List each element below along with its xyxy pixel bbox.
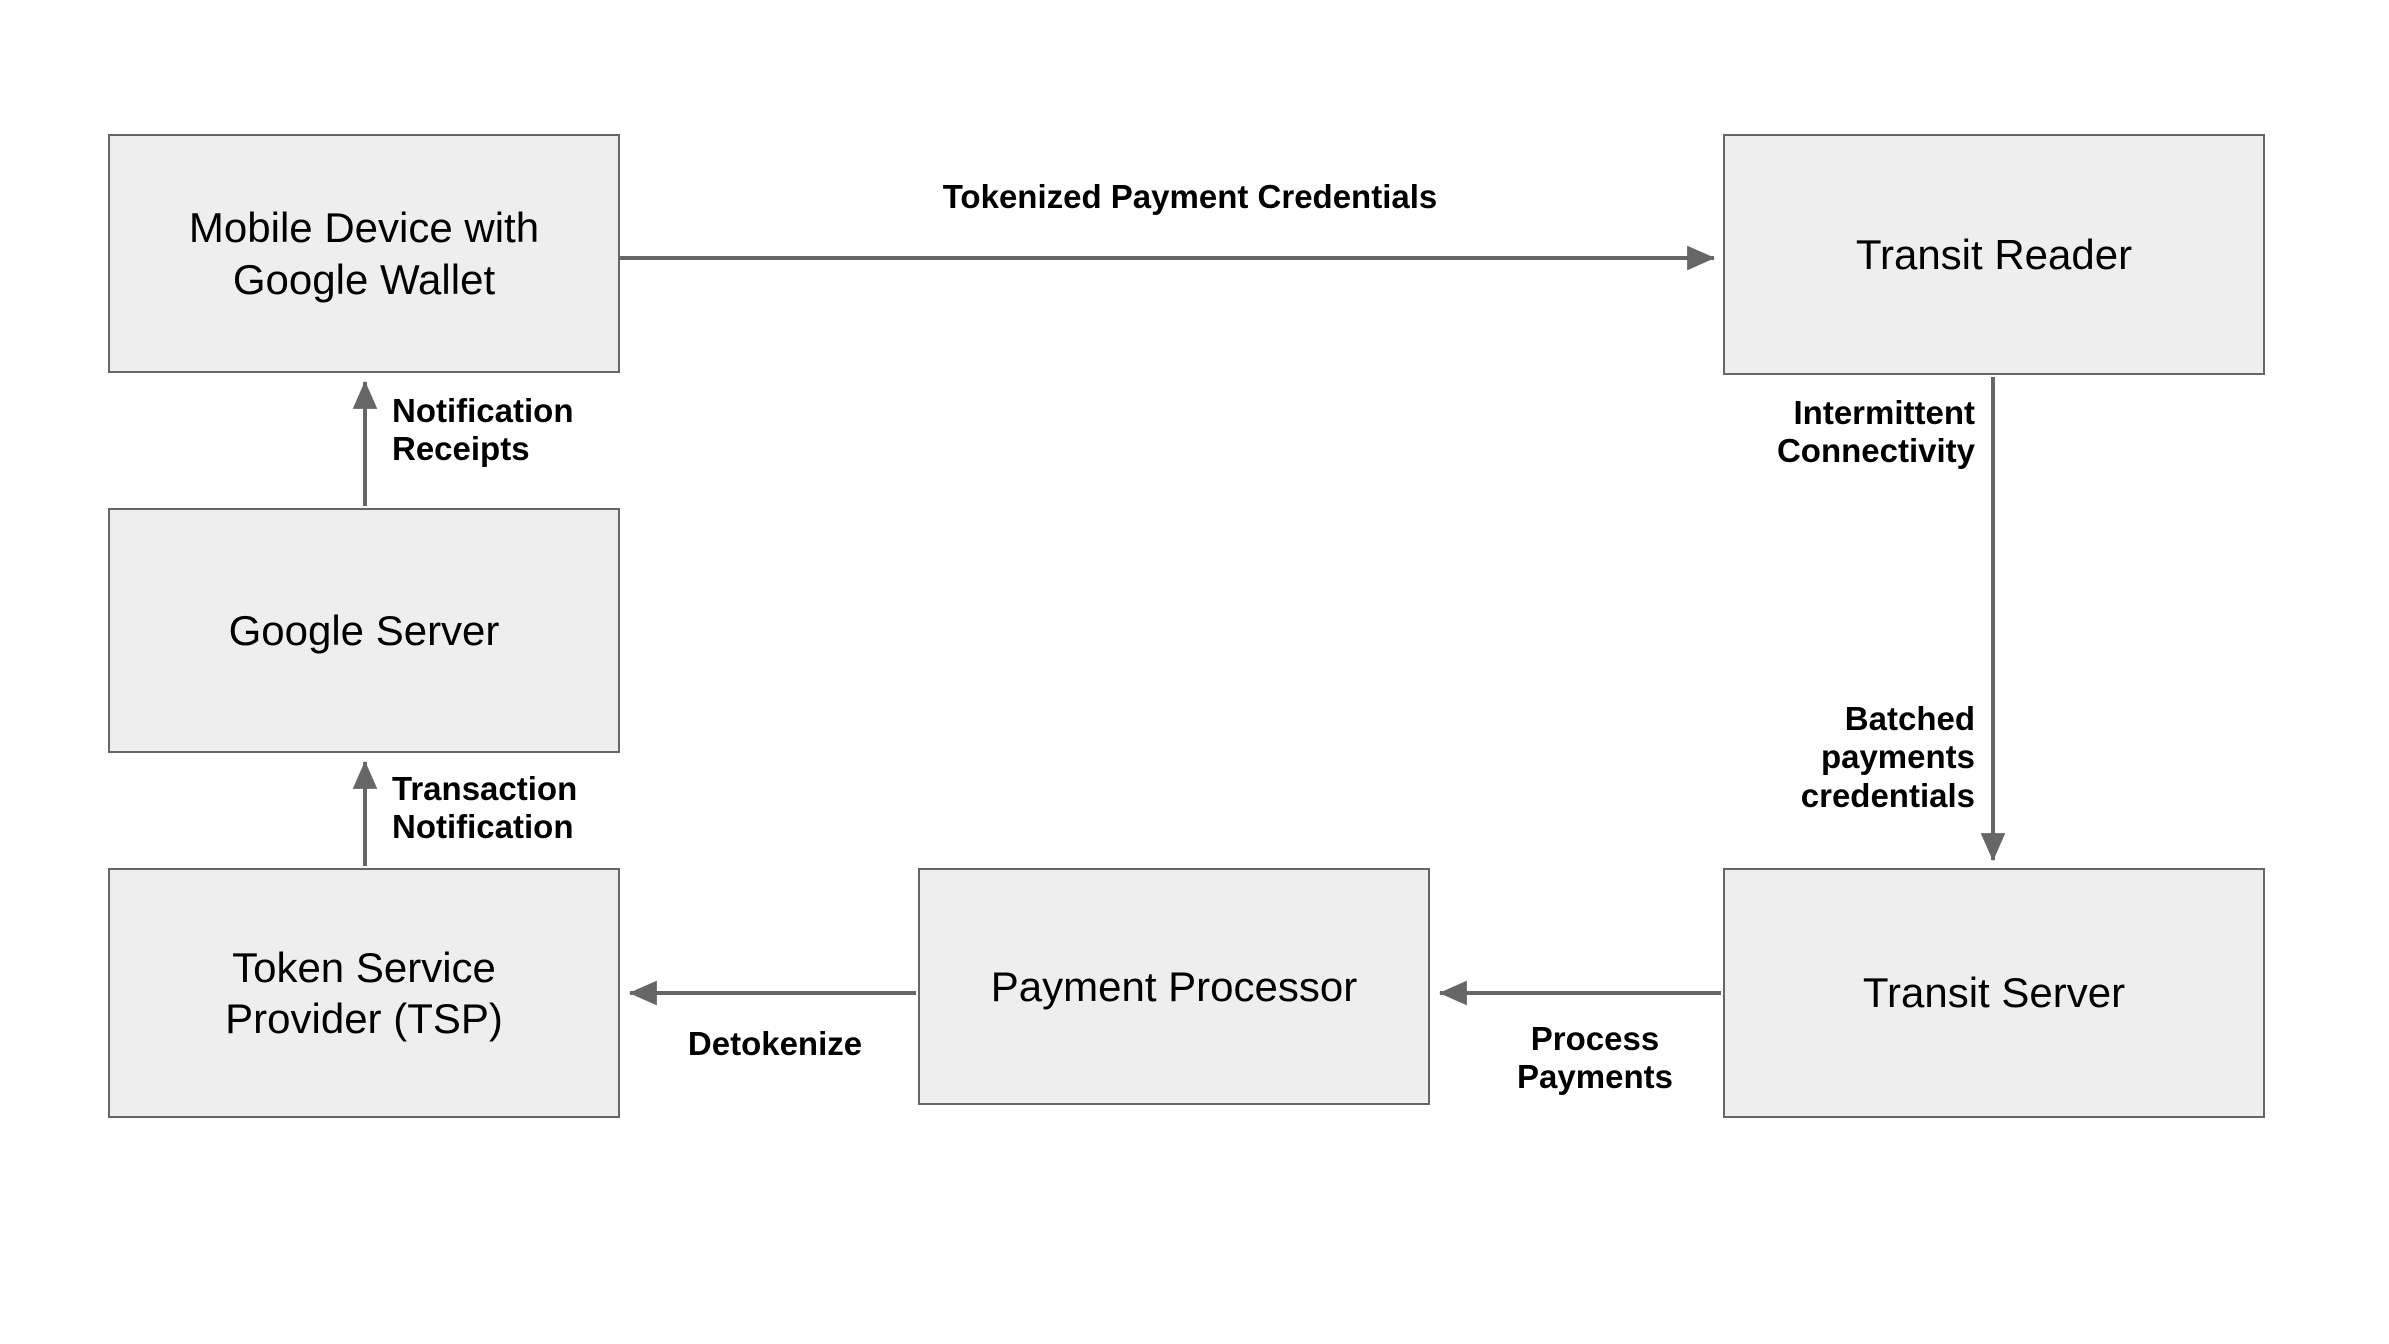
edge-label-notification-receipts: Notification Receipts <box>392 392 574 468</box>
node-mobile-device[interactable]: Mobile Device with Google Wallet <box>108 134 620 373</box>
edge-label-detokenize: Detokenize <box>687 1025 863 1062</box>
node-mobile-device-label: Mobile Device with Google Wallet <box>188 204 540 303</box>
node-token-service-provider-label: Token Service Provider (TSP) <box>225 943 503 1042</box>
edge-label-tokenized-payment-credentials: Tokenized Payment Credentials <box>942 178 1438 215</box>
node-transit-server[interactable]: Transit Server <box>1723 868 2265 1118</box>
node-payment-processor[interactable]: Payment Processor <box>918 868 1430 1105</box>
edge-label-transaction-notification: Transaction Notification <box>392 770 578 846</box>
node-google-server[interactable]: Google Server <box>108 508 620 753</box>
node-google-server-label: Google Server <box>228 606 500 654</box>
node-transit-reader[interactable]: Transit Reader <box>1723 134 2265 375</box>
edge-label-process-payments: Process Payments <box>1517 1020 1673 1096</box>
node-transit-server-label: Transit Server <box>1862 969 2126 1017</box>
edge-label-batched-payments-credentials: Batched payments credentials <box>1800 700 1975 814</box>
edge-label-intermittent-connectivity: Intermittent Connectivity <box>1776 394 1975 470</box>
node-payment-processor-label: Payment Processor <box>990 962 1358 1010</box>
node-token-service-provider[interactable]: Token Service Provider (TSP) <box>108 868 620 1118</box>
node-transit-reader-label: Transit Reader <box>1855 230 2133 278</box>
